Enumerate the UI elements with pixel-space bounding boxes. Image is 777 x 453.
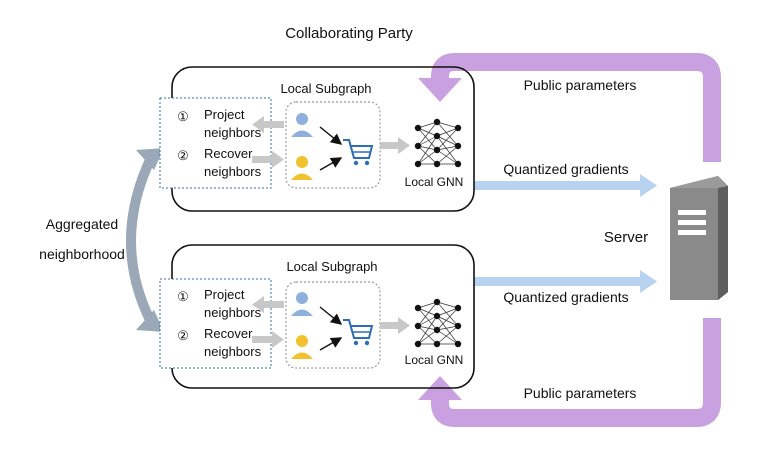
step1-line1-top: Project bbox=[204, 107, 245, 122]
neural-network-icon bbox=[414, 118, 462, 168]
recover-arrow-bottom bbox=[252, 331, 284, 348]
server-icon bbox=[670, 176, 728, 300]
subgraph-to-gnn-arrow-top bbox=[380, 137, 410, 154]
subgraph-box-bottom bbox=[285, 281, 381, 369]
local-subgraph-label-top: Local Subgraph bbox=[280, 81, 371, 96]
neural-network-icon bbox=[414, 298, 462, 348]
steps-box-bottom bbox=[159, 278, 272, 369]
quantized-gradients-label-top: Quantized gradients bbox=[503, 161, 628, 177]
edge-arrow bbox=[319, 306, 343, 325]
recover-arrow-top bbox=[252, 151, 284, 168]
edge-arrow bbox=[319, 337, 343, 351]
local-subgraph-label-bottom: Local Subgraph bbox=[286, 259, 377, 274]
aggregated-neighborhood-arrow bbox=[126, 148, 164, 332]
subgraph-box-top bbox=[285, 101, 381, 189]
step1-line1-bottom: Project bbox=[204, 287, 245, 302]
step2-num-top: ② bbox=[177, 148, 189, 163]
quantized-gradients-label-bottom: Quantized gradients bbox=[503, 289, 628, 305]
step1-line2-top: neighbors bbox=[204, 125, 262, 140]
edge-arrow bbox=[319, 157, 343, 171]
user-yellow-icon bbox=[291, 156, 313, 180]
steps-box-top bbox=[159, 97, 272, 189]
step2-line2-top: neighbors bbox=[204, 164, 262, 179]
aggregated-label-line1: Aggregated bbox=[46, 216, 118, 232]
step1-num-top: ① bbox=[177, 109, 189, 124]
user-blue-icon bbox=[291, 292, 313, 316]
local-gnn-label-bottom: Local GNN bbox=[405, 353, 464, 367]
project-arrow-bottom bbox=[252, 296, 284, 313]
quantized-gradients-arrow-bottom bbox=[474, 270, 657, 293]
party-bottom: Local Subgraph ① Project neighbors ② Rec… bbox=[159, 244, 475, 389]
shopping-cart-icon bbox=[343, 139, 374, 166]
step2-line1-bottom: Recover bbox=[204, 326, 253, 341]
user-blue-icon bbox=[291, 113, 313, 137]
shopping-cart-icon bbox=[343, 319, 374, 346]
user-yellow-icon bbox=[291, 335, 313, 359]
party-top: Local Subgraph ① Project neighbors ② Rec… bbox=[159, 66, 475, 212]
public-parameters-arrow-bottom bbox=[418, 318, 721, 427]
public-parameters-label-bottom: Public parameters bbox=[524, 385, 637, 401]
public-parameters-arrow-top bbox=[418, 53, 721, 162]
server-label: Server bbox=[604, 229, 648, 246]
diagram-title: Collaborating Party bbox=[285, 25, 413, 42]
step1-line2-bottom: neighbors bbox=[204, 305, 262, 320]
aggregated-label-line2: neighborhood bbox=[39, 246, 125, 262]
step2-line2-bottom: neighbors bbox=[204, 344, 262, 359]
local-gnn-label-top: Local GNN bbox=[405, 175, 464, 189]
public-parameters-label-top: Public parameters bbox=[524, 77, 637, 93]
quantized-gradients-arrow-top bbox=[474, 174, 657, 197]
step2-num-bottom: ② bbox=[177, 328, 189, 343]
edge-arrow bbox=[319, 126, 343, 145]
subgraph-to-gnn-arrow-bottom bbox=[380, 317, 410, 334]
step1-num-bottom: ① bbox=[177, 289, 189, 304]
project-arrow-top bbox=[252, 116, 284, 133]
step2-line1-top: Recover bbox=[204, 146, 253, 161]
